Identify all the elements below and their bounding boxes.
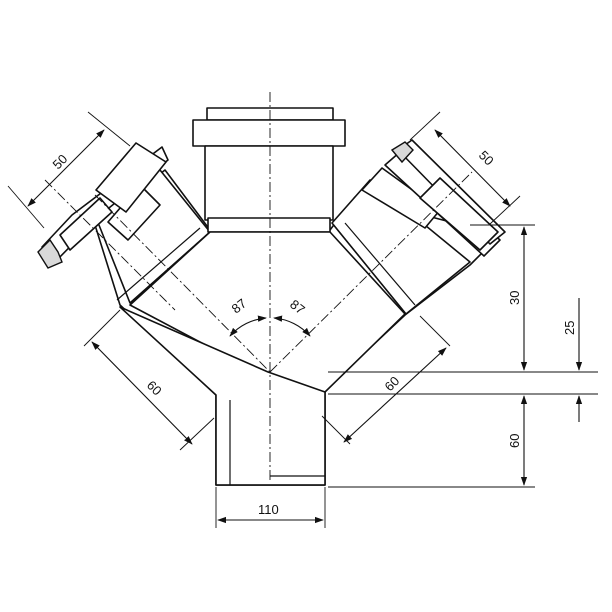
dim-right-heights: 30 25 60 xyxy=(328,224,598,488)
dim-height-30-label: 30 xyxy=(507,291,522,305)
dim-right-socket-label: 50 xyxy=(476,148,497,169)
right-branch-pipe xyxy=(331,167,471,315)
dim-height-25-label: 25 xyxy=(562,321,577,335)
dim-left-length-label: 60 xyxy=(144,378,165,399)
dim-base-width-label: 110 xyxy=(258,502,279,517)
dim-base-width: 110 xyxy=(215,487,326,528)
dim-left-length: 60 xyxy=(83,309,215,451)
top-socket xyxy=(192,107,346,233)
dim-height-60-label: 60 xyxy=(507,434,522,448)
dim-left-socket-label: 50 xyxy=(50,151,71,172)
